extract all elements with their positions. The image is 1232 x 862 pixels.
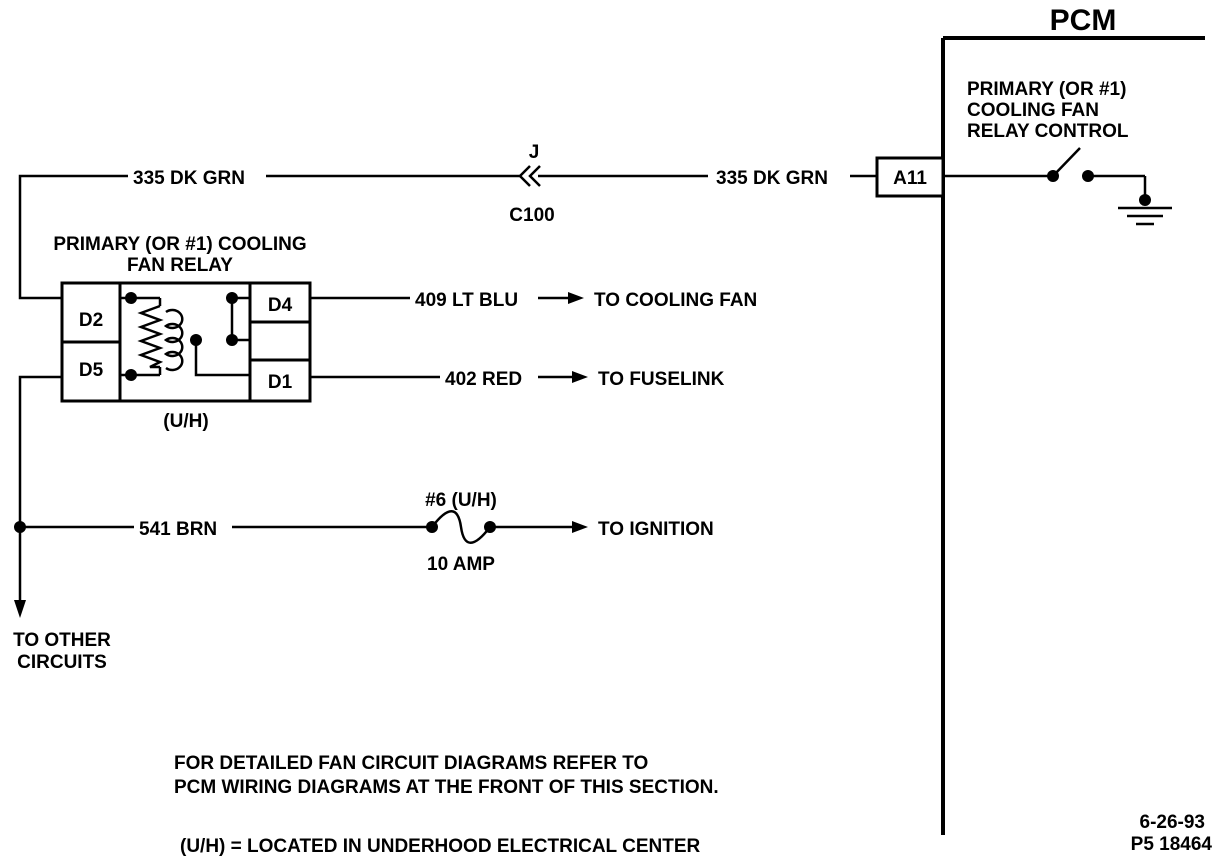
wire-335-left-label: 335 DK GRN [133, 168, 245, 189]
connector-chevron-1 [518, 165, 531, 187]
notes: FOR DETAILED FAN CIRCUIT DIAGRAMS REFER … [174, 753, 719, 857]
pcm-title: PCM [1050, 4, 1117, 37]
relay-pin-d4: D4 [268, 295, 293, 316]
connector-c100: J C100 [509, 142, 554, 226]
wire-402-red: 402 RED TO FUSELINK [310, 369, 725, 390]
connector-chevron-2 [528, 165, 541, 187]
destination-fuselink: TO FUSELINK [598, 369, 725, 390]
wire-541-brn: 541 BRN #6 (U/H) 10 AMP TO IGNITION TO O… [13, 375, 714, 673]
fuse-icon [426, 510, 496, 544]
wire-335-left-segment [18, 174, 128, 300]
footer: 6-26-93 P5 18464 [1131, 812, 1213, 855]
relay-title-line-2: FAN RELAY [127, 255, 233, 276]
pcm-control-label-line-3: RELAY CONTROL [967, 121, 1129, 142]
relay-pin-d5: D5 [79, 360, 104, 381]
fuse-name: #6 (U/H) [425, 490, 497, 511]
destination-ignition: TO IGNITION [598, 519, 714, 540]
connector-name: C100 [509, 205, 554, 226]
ground-icon [1118, 206, 1172, 226]
relay-location: (U/H) [163, 411, 208, 432]
pcm-control-label-line-1: PRIMARY (OR #1) [967, 79, 1126, 100]
note-detail-line-1: FOR DETAILED FAN CIRCUIT DIAGRAMS REFER … [174, 753, 648, 774]
note-legend: (U/H) = LOCATED IN UNDERHOOD ELECTRICAL … [180, 836, 700, 857]
relay-pin-d1: D1 [268, 372, 293, 393]
relay-pin-d2: D2 [79, 310, 103, 331]
arrow-right-icon [572, 521, 588, 533]
ground-node [1139, 194, 1151, 206]
destination-other-line-1: TO OTHER [13, 630, 111, 651]
switch-arm [1052, 147, 1081, 177]
wire-335-dk-grn: 335 DK GRN 335 DK GRN [18, 168, 877, 300]
cooling-fan-relay: PRIMARY (OR #1) COOLING FAN RELAY D2 D5 … [53, 234, 312, 432]
wire-541-label: 541 BRN [139, 519, 217, 540]
pcm-control-label-line-2: COOLING FAN [967, 100, 1099, 121]
relay-title-line-1: PRIMARY (OR #1) COOLING [53, 234, 306, 255]
arrow-right-icon [572, 371, 588, 383]
footer-code: P5 18464 [1131, 834, 1213, 855]
footer-date: 6-26-93 [1140, 812, 1206, 833]
wire-335-right-label: 335 DK GRN [716, 168, 828, 189]
relay-coil-icon [120, 292, 184, 381]
pcm-terminal-label: A11 [893, 168, 927, 189]
relay-switch-icon [190, 292, 250, 377]
pcm-module: PCM PRIMARY (OR #1) COOLING FAN RELAY CO… [875, 4, 1205, 835]
connector-pin-label: J [529, 142, 540, 163]
wire-d5-vertical [18, 375, 62, 605]
fuse-rating: 10 AMP [427, 554, 495, 575]
arrow-down-icon [14, 600, 26, 618]
arrow-right-icon [568, 292, 584, 304]
wire-409-label: 409 LT BLU [415, 290, 518, 311]
note-detail-line-2: PCM WIRING DIAGRAMS AT THE FRONT OF THIS… [174, 777, 719, 798]
destination-other-line-2: CIRCUITS [17, 652, 107, 673]
wire-409-lt-blu: 409 LT BLU TO COOLING FAN [310, 290, 757, 311]
destination-cooling-fan: TO COOLING FAN [594, 290, 757, 311]
wire-402-label: 402 RED [445, 369, 522, 390]
